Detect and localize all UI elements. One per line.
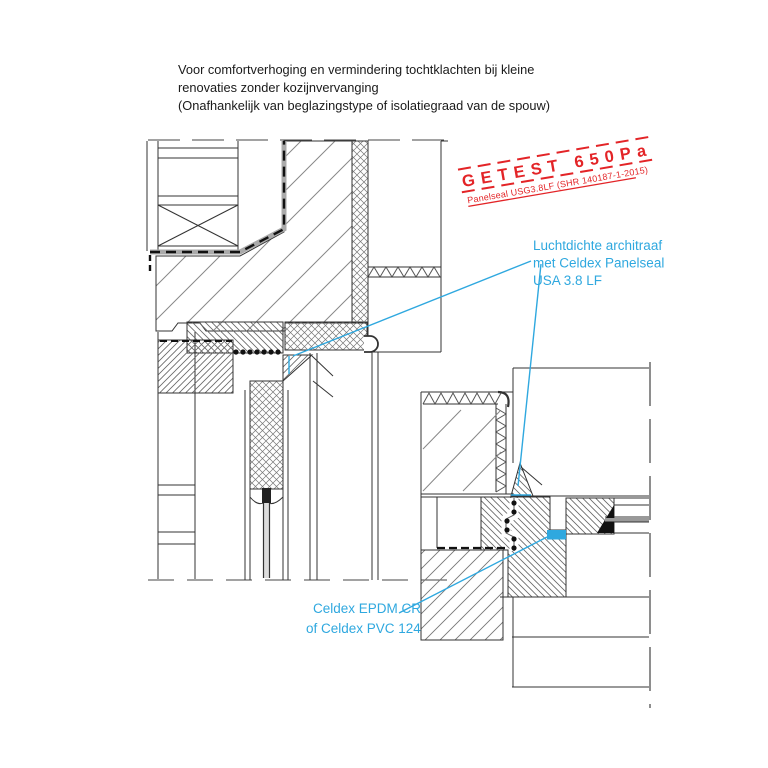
architraaf-label-line-1: Luchtdichte architraaf [533, 238, 662, 253]
leader-architraaf-left [292, 260, 532, 357]
glass-pane-fill [263, 503, 270, 578]
seal-annotation: Celdex EPDM CR of Celdex PVC 124 [306, 601, 421, 636]
glazing-clip [262, 488, 271, 503]
panel-sparse-hatch [422, 409, 502, 492]
intro-line-2: renovaties zonder kozijnvervanging [178, 80, 379, 95]
frame-block-upper [186, 321, 284, 354]
architraaf-triangle [510, 461, 534, 497]
architraaf-label-line-2: met Celdex Panelseal [533, 256, 664, 271]
epdm-seal-block [547, 530, 566, 540]
dotted-seal-row [233, 349, 281, 355]
band-end-gasket [364, 335, 379, 353]
frame-block-lower [157, 339, 234, 394]
seal-label-line-2: of Celdex PVC 124 [306, 621, 421, 636]
panel-zigzag-top [422, 391, 502, 406]
panel-zigzag-right [495, 407, 507, 493]
plaster-zigzag-band [367, 266, 441, 278]
architraaf-annotation: Luchtdichte architraaf met Celdex Panels… [533, 238, 664, 288]
stamp-sub-underline [468, 177, 637, 208]
stamp-dashed-midline [461, 158, 656, 194]
lintel-hatched-region [155, 140, 353, 332]
leader-lines [288, 260, 548, 614]
intro-line-1: Voor comfortverhoging en vermindering to… [178, 62, 534, 77]
frame-side-block [565, 497, 615, 535]
stamp-dashed-overline [457, 135, 652, 171]
seal-label-line-1: Celdex EPDM CR [313, 601, 421, 616]
air-seal-membrane-dashed [150, 141, 286, 254]
panel-corner-cap [497, 390, 510, 408]
leader-architraaf-right [517, 263, 542, 487]
intro-line-3: (Onafhankelijk van beglazingstype of iso… [178, 98, 550, 113]
glazing-seal-strip [249, 380, 284, 490]
glass-fill-right [605, 518, 649, 522]
insulation-strip-vertical [351, 140, 369, 324]
architraaf-triangle-line [520, 466, 543, 486]
insulation-band-horizontal [284, 321, 368, 351]
intro-text: Voor comfortverhoging en vermindering to… [178, 62, 550, 113]
test-stamp: GETEST 650Pa Panelseal USG3.8LF (SHR 140… [457, 135, 656, 208]
architraaf-wedge-line [311, 355, 334, 377]
glass-pane-lines [262, 503, 271, 578]
right-detail-lines [420, 367, 649, 688]
leader-epdm-seal [398, 536, 548, 614]
architraaf-label-line-3: USA 3.8 LF [533, 273, 602, 288]
right-detail-section [420, 362, 651, 708]
architraaf-wedge [282, 354, 314, 383]
left-detail-section [146, 139, 455, 581]
dotted-seal-column [504, 500, 517, 551]
